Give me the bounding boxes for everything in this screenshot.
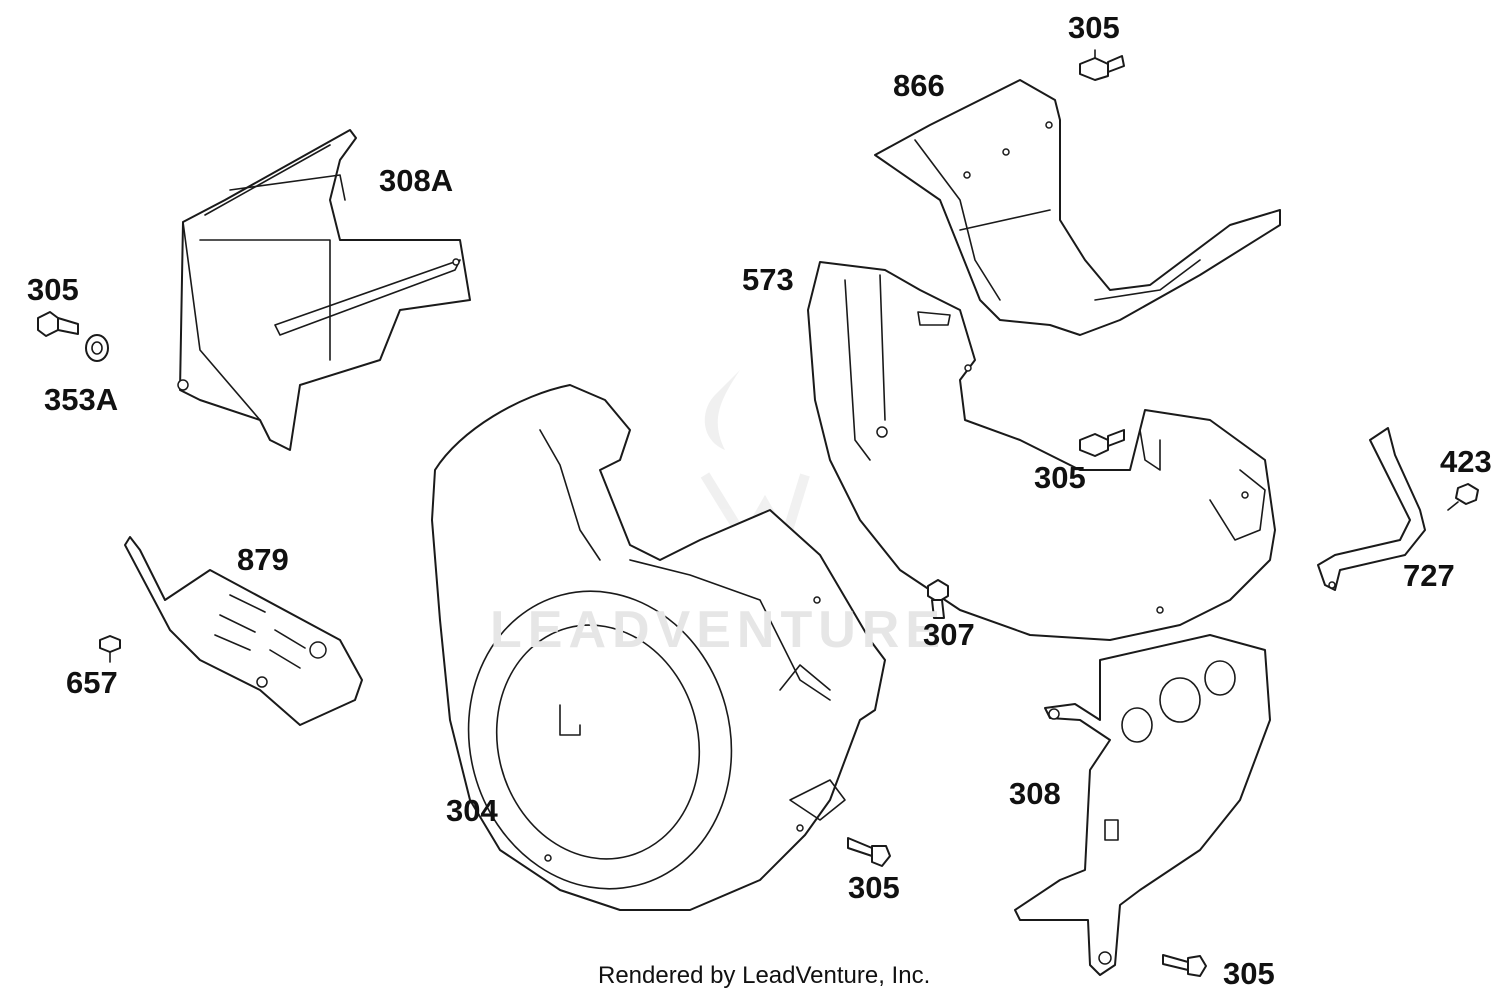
part-305-left-bolt bbox=[37, 311, 79, 337]
part-353A-washer bbox=[85, 334, 109, 362]
part-573-baffle bbox=[807, 261, 1276, 641]
part-308A-air-guide bbox=[177, 129, 471, 451]
callout-305-bottom: 305 bbox=[848, 870, 900, 905]
callout-657: 657 bbox=[66, 665, 118, 700]
callout-305-top: 305 bbox=[1068, 10, 1120, 45]
part-305-top-bolt bbox=[1079, 55, 1125, 81]
part-305-housing-bolt bbox=[847, 837, 891, 867]
callout-353A: 353A bbox=[44, 382, 119, 417]
part-305-mid-bolt bbox=[1079, 429, 1125, 457]
part-879-plate bbox=[124, 536, 363, 726]
part-308-air-guide bbox=[1014, 634, 1271, 976]
callout-305-left: 305 bbox=[27, 272, 79, 307]
callout-307: 307 bbox=[923, 617, 975, 652]
part-307-bolt bbox=[927, 579, 949, 619]
watermark-logo bbox=[700, 370, 810, 553]
callout-305-bottom-right: 305 bbox=[1223, 956, 1275, 991]
part-305-bottom-bolt bbox=[1162, 954, 1207, 977]
callout-304: 304 bbox=[446, 793, 498, 828]
part-423-screw bbox=[1447, 483, 1479, 511]
footer-credit: Rendered by LeadVenture, Inc. bbox=[598, 962, 931, 989]
part-727-bracket bbox=[1317, 427, 1426, 591]
callout-879: 879 bbox=[237, 542, 289, 577]
part-304-blower-housing bbox=[431, 384, 886, 911]
part-866-shroud bbox=[874, 79, 1281, 336]
callout-308A: 308A bbox=[379, 163, 454, 198]
callout-305-mid: 305 bbox=[1034, 460, 1086, 495]
part-657-screw bbox=[99, 635, 121, 663]
callout-866: 866 bbox=[893, 68, 945, 103]
callout-727: 727 bbox=[1403, 558, 1455, 593]
callout-573: 573 bbox=[742, 262, 794, 297]
callout-423: 423 bbox=[1440, 444, 1492, 479]
watermark-text: LEADVENTURE bbox=[490, 601, 947, 659]
callout-308: 308 bbox=[1009, 776, 1061, 811]
